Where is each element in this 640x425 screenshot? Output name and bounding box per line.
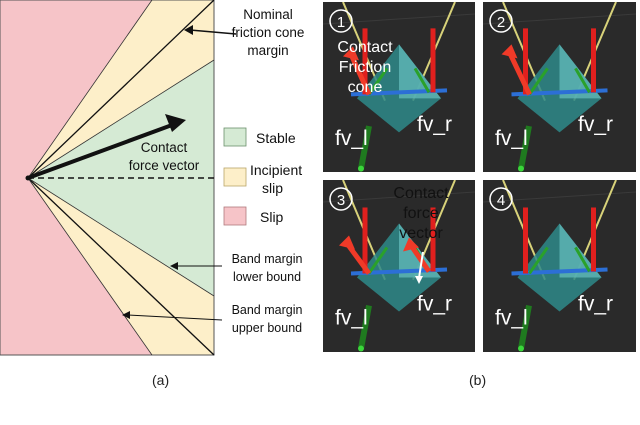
label-fv-left: fv_l [335, 306, 368, 329]
finger-link [358, 305, 372, 350]
scene-grid-line [483, 191, 636, 203]
shot-annotation-line: force [403, 205, 439, 222]
green-axis-right [574, 246, 591, 273]
finger-tip [518, 165, 524, 172]
annotation-pointer [418, 251, 424, 279]
force-arrow-left [344, 241, 372, 275]
simulation-shot-4: 4 fv_l fv_r [483, 180, 636, 352]
finger-link [358, 125, 372, 170]
band-lower-label-1: Band margin [232, 252, 303, 266]
shot-number: 3 [337, 192, 345, 209]
green-axis-right [413, 67, 431, 94]
shot-annotation-line: vector [399, 225, 443, 242]
shot-number-badge [489, 187, 513, 211]
legend-swatch-incipient [223, 167, 247, 187]
legend-label-incipient-1: Incipient [250, 162, 302, 178]
shot-number: 1 [337, 14, 345, 31]
force-arrow-left [507, 51, 532, 96]
force-arrow-left [348, 53, 372, 96]
finger-tip [358, 165, 364, 172]
shot-scene: 3 fv_l fv_r Contact force vector [323, 180, 475, 352]
contact-point [25, 175, 31, 181]
label-fv-right: fv_r [417, 113, 452, 136]
band-upper-label-1: Band margin [232, 303, 303, 317]
legend-label-slip: Slip [260, 209, 284, 225]
caption-a: (a) [152, 372, 170, 388]
band-lower-pointer-arrowhead [170, 262, 178, 270]
simulation-shot-2: 2 fv_l fv_r [483, 2, 636, 172]
contact-force-label-1: Contact [141, 140, 188, 155]
shot-annotation-line: Contact [393, 185, 449, 202]
finger-link [518, 125, 532, 170]
label-fv-right: fv_r [578, 293, 613, 316]
shot-number-badge [489, 9, 513, 33]
shot-number-badge [329, 187, 353, 211]
shot-annotation-line: Friction [339, 59, 391, 76]
legend-swatch-slip [223, 206, 247, 226]
finger-link [518, 305, 532, 350]
force-arrow-right [408, 244, 432, 273]
band-upper-pointer-line [127, 314, 223, 321]
legend-swatch-stable [223, 127, 247, 147]
contact-force-vector [27, 123, 173, 180]
contact-force-label-2: force vector [129, 158, 200, 173]
label-fv-right: fv_r [578, 113, 613, 136]
label-fv-left: fv_l [495, 127, 528, 150]
nominal-cone-upper-line [27, 0, 215, 179]
finger-tip [358, 345, 364, 352]
caption-b: (b) [469, 372, 487, 388]
simulation-shot-3: 3 fv_l fv_r Contact force vector [323, 180, 475, 352]
green-axis-left [528, 67, 549, 96]
nominal-cone-lower-line [27, 177, 215, 356]
nominal-label-2: friction cone [232, 25, 305, 40]
shot-number: 2 [497, 14, 505, 31]
green-axis-left [367, 67, 389, 96]
label-fv-left: fv_l [495, 306, 528, 329]
green-axis-left [528, 246, 549, 275]
nominal-label-3: margin [247, 43, 288, 58]
force-arrowhead-right [403, 237, 419, 252]
contact-force-arrowhead [165, 114, 186, 132]
friction-cone-diagram: Contact force vector Nominal friction co… [0, 0, 305, 356]
finger-tip [518, 345, 524, 352]
band-lower-label-2: lower bound [233, 270, 301, 284]
shot-annotation-line: cone [348, 79, 383, 96]
band-upper-line-top [27, 0, 153, 179]
legend-label-stable: Stable [256, 130, 296, 146]
nominal-label-1: Nominal [243, 7, 293, 22]
label-fv-left: fv_l [335, 127, 368, 150]
green-axis-left [367, 246, 389, 275]
band-upper-pointer-arrowhead [122, 311, 130, 319]
band-lower-line-bottom [27, 177, 215, 297]
force-arrowhead-left [343, 46, 359, 61]
shot-number: 4 [497, 192, 505, 209]
force-arrowhead-left [339, 235, 355, 250]
nominal-pointer-line [189, 29, 237, 35]
annotation-pointer-arrowhead [415, 276, 423, 284]
scene-grid-line [323, 13, 475, 25]
scene-grid-line [483, 13, 636, 25]
shot-scene: 4 fv_l fv_r [483, 180, 636, 352]
band-upper-line-bottom [27, 177, 153, 356]
shot-number-badge [329, 9, 353, 33]
legend-label-incipient-2: slip [262, 180, 283, 196]
force-arrowhead-left [501, 44, 518, 59]
shot-scene: 2 fv_l fv_r [483, 2, 636, 172]
shot-annotation-line: Contact [337, 39, 393, 56]
label-fv-right: fv_r [417, 293, 452, 316]
green-axis-right [574, 67, 591, 94]
band-upper-label-2: upper bound [232, 321, 302, 335]
band-lower-line-top [27, 59, 215, 179]
nominal-pointer-arrowhead [184, 25, 193, 35]
